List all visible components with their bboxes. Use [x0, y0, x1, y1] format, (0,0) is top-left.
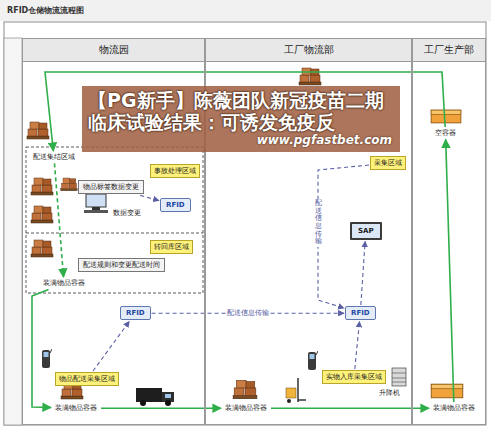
- material-flow: [32, 289, 51, 407]
- material-flow: [271, 407, 429, 409]
- edge-label: 配送信息传输: [226, 309, 270, 317]
- node-text: RFID: [166, 201, 185, 209]
- rfid-reader: RFID: [345, 306, 376, 320]
- node-text: 物流园: [23, 39, 204, 62]
- node-text: 实物入库采集区域: [326, 373, 382, 381]
- watermark-banner: 【PG新手】陈薇团队新冠疫苗二期临床试验结果：可诱发免疫反www.pgfastb…: [82, 86, 400, 152]
- material-flow: [101, 407, 221, 409]
- node-text: 物品配送采集区域: [59, 375, 115, 383]
- node-text: 装满物品容器: [433, 404, 475, 412]
- node-text: SAP: [358, 227, 374, 235]
- node-text: 转回库区域: [154, 243, 189, 251]
- container-label: 装满物品容器: [430, 403, 478, 413]
- rfid-reader: RFID: [120, 306, 151, 320]
- area-box: 事故处理区域: [150, 164, 200, 178]
- container-label: 装满物品容器: [40, 278, 88, 288]
- node-text: 装满物品容器: [55, 404, 97, 412]
- swimlane: 工厂物流部采集区域 SAP RFID 装满物品容器 实物入库采集区域升降机: [205, 38, 412, 425]
- swimlane: 物流园配送集结区域物品标签数据变更 事故处理区域 RFID 转回库区域配送规则和变更配…: [22, 38, 205, 425]
- container-label: 装满物品容器: [222, 403, 270, 413]
- area-box: 实物入库采集区域: [322, 370, 386, 384]
- node-text: 升降机: [379, 389, 400, 397]
- node-text: 配送规则和变更配送时间: [83, 261, 160, 269]
- node-text: 配送集结区域: [33, 153, 75, 161]
- info-flow: [152, 313, 344, 314]
- info-flow: [93, 321, 129, 371]
- process-box: 配送规则和变更配送时间: [78, 258, 165, 272]
- container-label: 装满物品容器: [52, 403, 100, 413]
- info-flow: [355, 321, 360, 369]
- sap-computer: SAP: [350, 222, 382, 240]
- node-text: RFID: [351, 309, 370, 317]
- rfid-reader: RFID: [160, 198, 191, 212]
- node-text: 物品标签数据变更: [83, 183, 139, 191]
- material-flow: [446, 139, 454, 402]
- node-text: 装满物品容器: [225, 404, 267, 412]
- material-flow: [45, 72, 445, 151]
- area-box: 转回库区域: [150, 240, 193, 254]
- swimlane: 工厂生产部空容器装满物品容器: [412, 38, 486, 425]
- lift-label: 升降机: [376, 388, 403, 398]
- note-text: 数据变更: [110, 208, 144, 218]
- info-flow: [361, 241, 365, 305]
- area-label: 配送集结区域: [30, 152, 78, 162]
- watermark-text: 【PG新手】陈薇团队新冠疫苗二期临床试验结果：可诱发免疫反: [88, 89, 394, 133]
- node-text: 事故处理区域: [154, 167, 196, 175]
- info-flow: [140, 195, 159, 200]
- node-text: RFID: [126, 309, 145, 317]
- node-text: 装满物品容器: [43, 279, 85, 287]
- node-text: 采集区域: [374, 159, 402, 167]
- node-text: 工厂物流部: [206, 39, 411, 62]
- diagram-title: RFID仓储物流流程图: [7, 5, 84, 16]
- material-flow: [54, 163, 63, 277]
- watermark-url: www.pgfastbet.com: [82, 133, 392, 148]
- area-box: 采集区域: [370, 156, 406, 170]
- process-box: 物品标签数据变更: [78, 180, 144, 194]
- area-box: 物品配送采集区域: [55, 372, 119, 386]
- container-label: 空容器: [432, 128, 459, 138]
- node-text: 空容器: [435, 129, 456, 137]
- edge-label: 配送信息传输: [315, 199, 322, 247]
- node-text: 工厂生产部: [413, 39, 485, 62]
